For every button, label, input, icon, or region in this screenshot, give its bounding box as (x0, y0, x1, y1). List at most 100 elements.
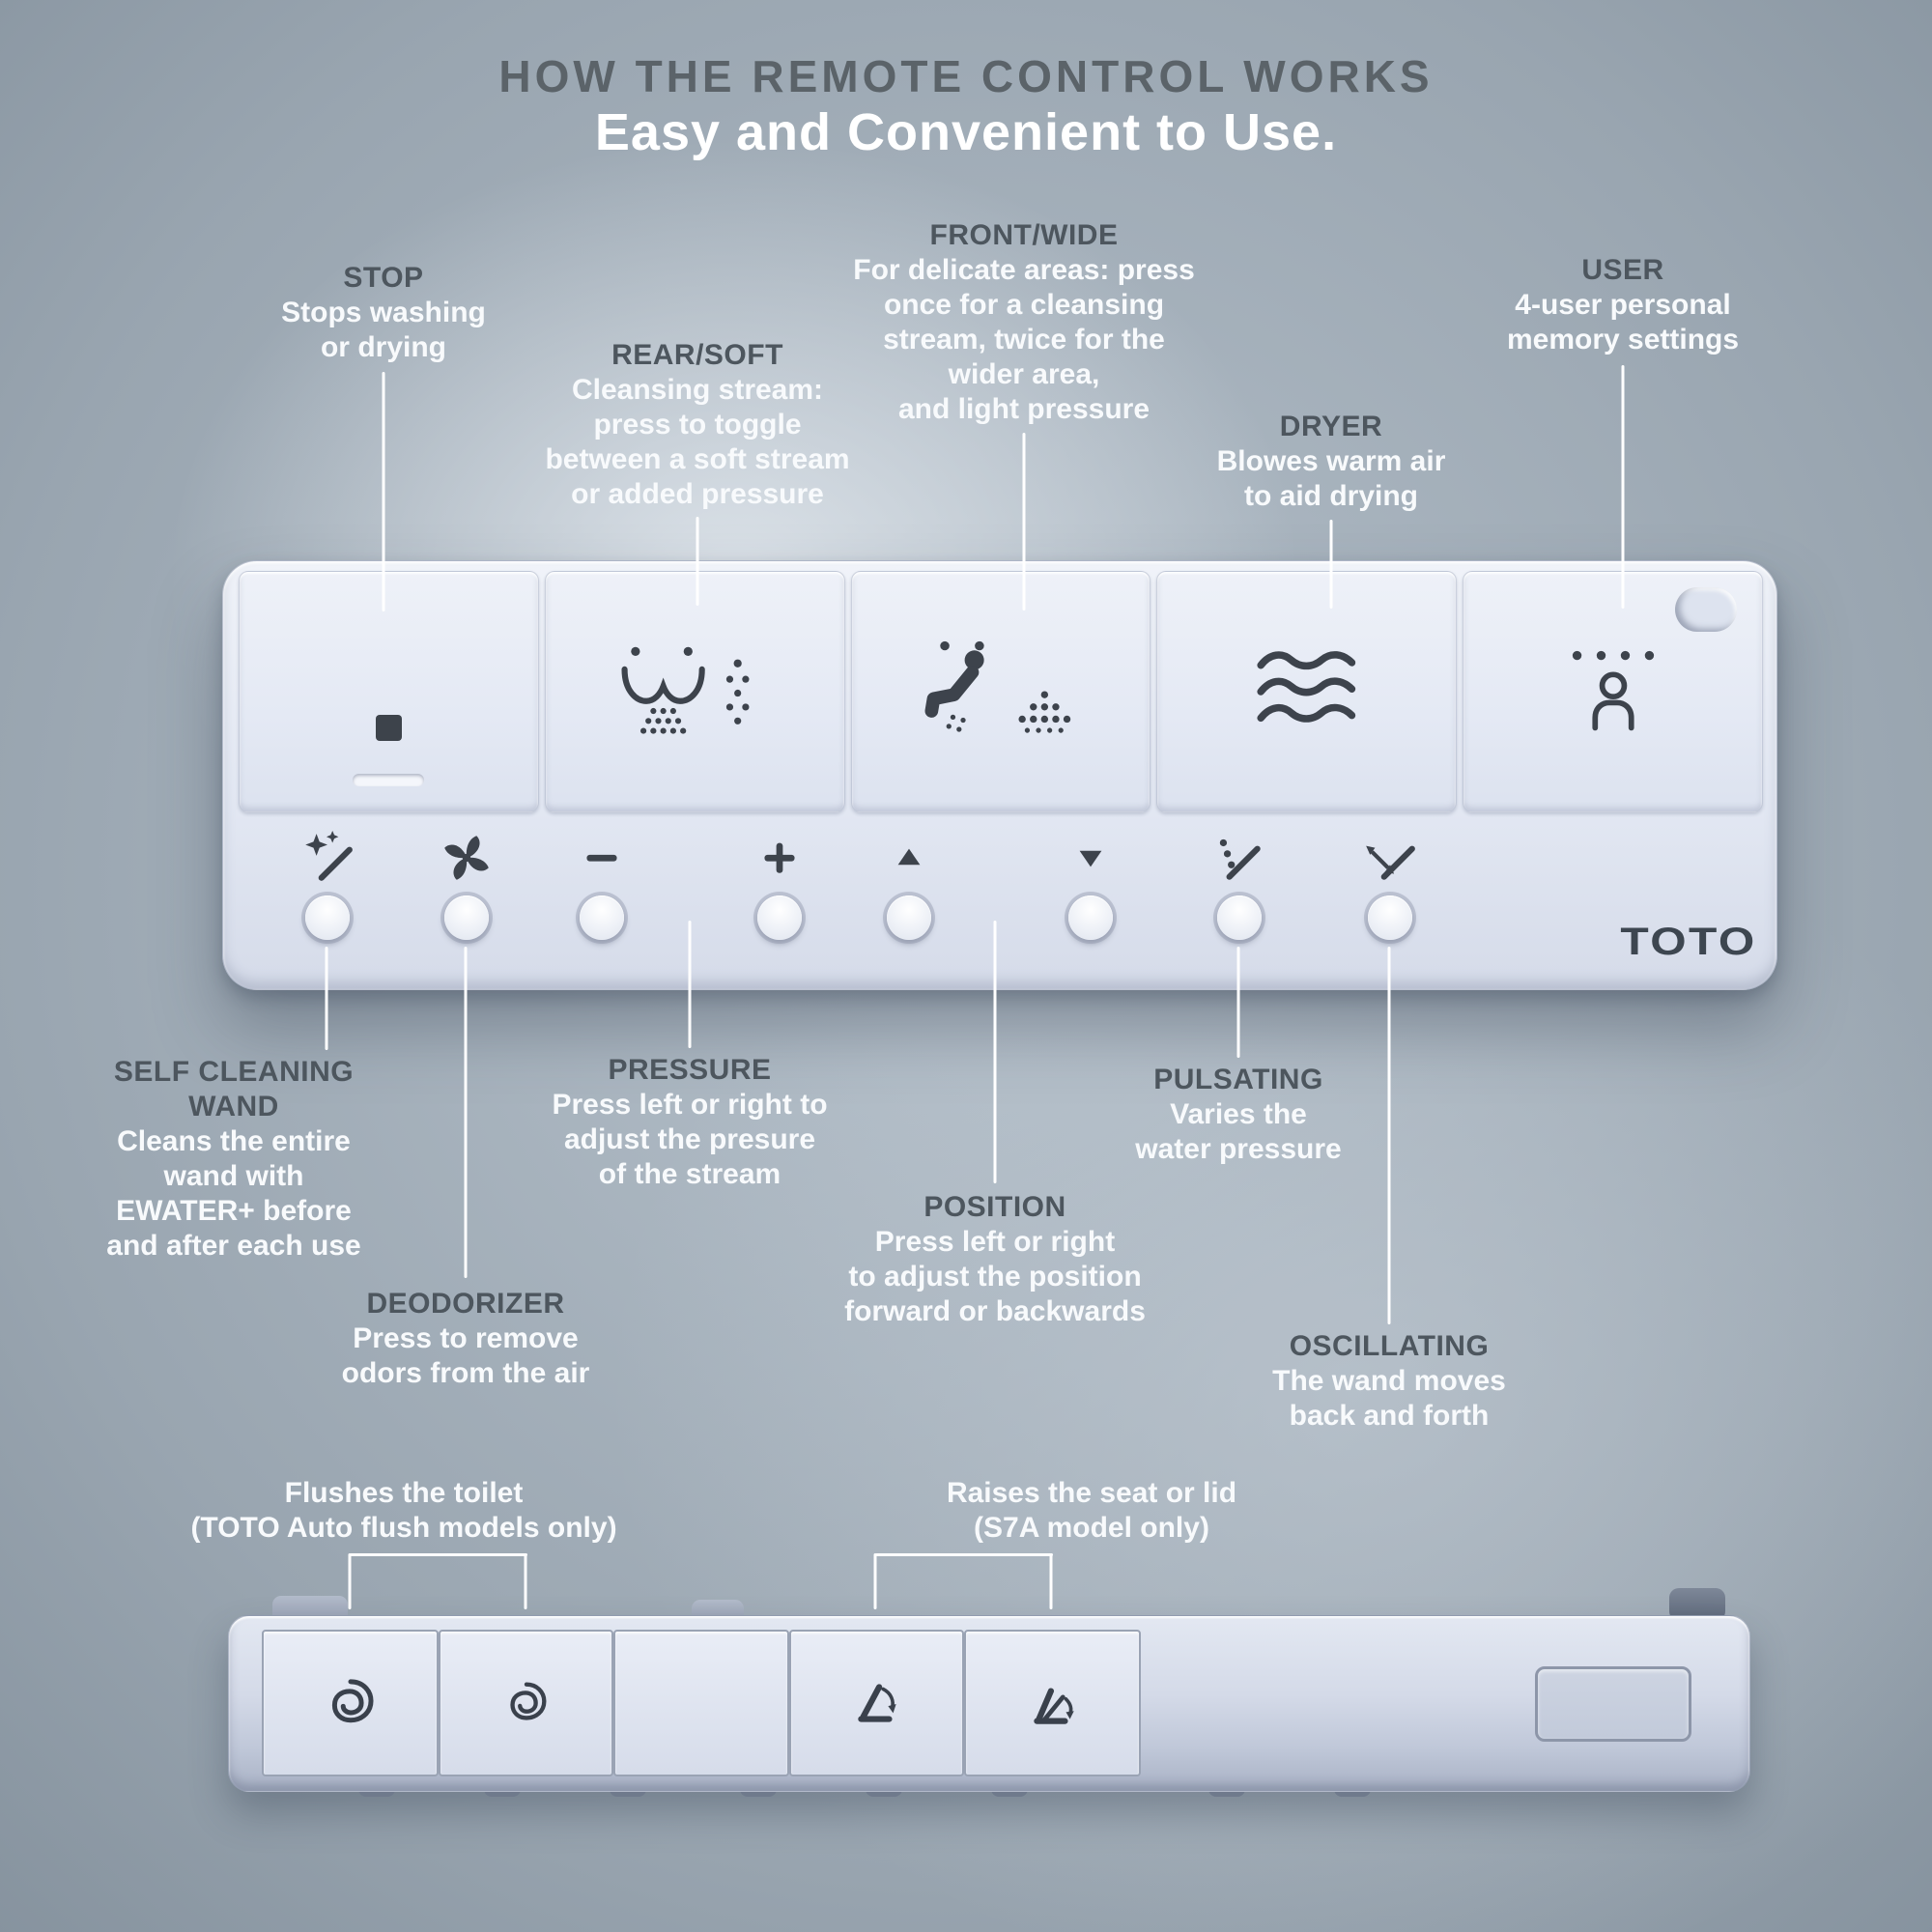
leader-line-deodorizer (464, 947, 468, 1278)
flush-light-button[interactable] (439, 1630, 613, 1776)
callout-user-body: 4-user personal memory settings (1506, 289, 1740, 355)
callout-stop-body: Stops washing or drying (281, 297, 486, 363)
oscillating-spray-icon (1366, 845, 1415, 880)
seat-raise-button[interactable] (789, 1630, 964, 1776)
position-forward-button-group (878, 830, 940, 940)
rear-soft-spray-icon (621, 646, 750, 734)
callout-front-wide-heading: FRONT/WIDE (929, 219, 1119, 251)
callout-deodorizer-heading: DEODORIZER (366, 1288, 565, 1320)
callout-position: POSITION Press left or right to adjust t… (844, 1190, 1146, 1329)
callout-stop: STOP Stops washing or drying (281, 261, 486, 365)
plus-icon (764, 842, 795, 873)
stop-button[interactable] (239, 571, 539, 812)
pressure-plus-button-group (749, 830, 810, 940)
lid-raise-button[interactable] (964, 1630, 1141, 1776)
leader-line-stop (382, 372, 385, 611)
leader-line-rear-soft (696, 517, 699, 606)
deodorizer-button-group (436, 830, 497, 940)
note-flush-line1: Flushes the toilet (284, 1477, 524, 1509)
seat-raise-icon (857, 1684, 896, 1722)
flush-spiral-icon (331, 1679, 374, 1723)
callout-dryer: DRYER Blowes warm air to aid drying (1217, 410, 1446, 514)
dryer-waves-icon (1257, 651, 1355, 723)
callout-pressure-body: Press left or right to adjust the presur… (552, 1089, 828, 1190)
leader-line-user (1621, 365, 1625, 609)
pressure-minus-button[interactable] (580, 895, 624, 940)
leader-line-pressure (688, 921, 692, 1048)
callout-front-wide: FRONT/WIDE For delicate areas: press onc… (853, 218, 1195, 427)
remote-top-button-row (239, 571, 1763, 812)
leader-line-position (993, 921, 997, 1183)
user-person-icon (1572, 650, 1654, 731)
callout-position-heading: POSITION (923, 1191, 1066, 1223)
pulsating-spray-icon (1219, 838, 1261, 880)
bracket-flush-left (348, 1553, 352, 1609)
front-wide-button[interactable] (850, 571, 1151, 812)
leader-line-dryer (1329, 520, 1333, 609)
self-cleaning-wand-button[interactable] (305, 895, 350, 940)
bracket-flush-horizontal (350, 1553, 527, 1556)
callout-rear-soft-heading: REAR/SOFT (611, 339, 783, 371)
callout-oscillating-heading: OSCILLATING (1289, 1330, 1490, 1362)
triangle-down-icon (1079, 850, 1102, 867)
callout-pulsating-heading: PULSATING (1153, 1064, 1323, 1095)
blank-button (613, 1630, 789, 1776)
pressure-minus-button-group (571, 830, 633, 940)
callout-dryer-heading: DRYER (1279, 411, 1383, 442)
front-wide-spray-icon (924, 640, 1071, 733)
callout-dryer-body: Blowes warm air to aid drying (1216, 445, 1446, 512)
position-backward-button-group (1060, 830, 1122, 940)
flush-full-button[interactable] (262, 1630, 439, 1776)
callout-user-heading: USER (1581, 254, 1664, 286)
bracket-flush-right (524, 1553, 527, 1609)
remote-control-front: TOTO (222, 560, 1777, 990)
note-flush: Flushes the toilet (TOTO Auto flush mode… (190, 1476, 616, 1546)
wand-sparkle-icon (305, 831, 353, 881)
leader-line-oscillating (1387, 947, 1391, 1324)
leader-line-pulsating (1236, 947, 1240, 1058)
pulsating-button[interactable] (1217, 895, 1262, 940)
self-cleaning-wand-button-group (297, 830, 358, 940)
rear-soft-button[interactable] (544, 571, 845, 812)
callout-pressure: PRESSURE Press left or right to adjust t… (552, 1053, 827, 1192)
lid-raise-icon (1033, 1688, 1074, 1724)
user-button[interactable] (1463, 571, 1763, 812)
callout-deodorizer: DEODORIZER Press to remove odors from th… (342, 1287, 590, 1391)
oscillating-button[interactable] (1368, 895, 1412, 940)
callout-self-cleaning-wand: SELF CLEANING WAND Cleans the entire wan… (106, 1055, 360, 1264)
callout-rear-soft-body: Cleansing stream: press to toggle betwee… (545, 374, 850, 510)
position-forward-button[interactable] (887, 895, 931, 940)
leader-line-front-wide (1022, 433, 1026, 611)
flush-spiral-icon (509, 1682, 546, 1720)
callout-self-cleaning-wand-heading: SELF CLEANING WAND (113, 1056, 355, 1122)
position-backward-button[interactable] (1068, 895, 1113, 940)
triangle-up-icon (897, 848, 921, 866)
remote-control-top-edge (228, 1615, 1750, 1792)
note-seat: Raises the seat or lid (S7A model only) (947, 1476, 1236, 1546)
position-forward-button-cap[interactable] (757, 895, 802, 940)
callout-oscillating-body: The wand moves back and forth (1272, 1365, 1506, 1432)
note-flush-line2: (TOTO Auto flush models only) (190, 1512, 617, 1544)
stop-square-icon (375, 715, 402, 741)
callout-user: USER 4-user personal memory settings (1507, 253, 1739, 357)
callout-oscillating: OSCILLATING The wand moves back and fort… (1272, 1329, 1506, 1434)
deodorizer-button[interactable] (444, 895, 489, 940)
callout-pulsating: PULSATING Varies the water pressure (1135, 1063, 1341, 1167)
dryer-button[interactable] (1156, 571, 1458, 812)
fan-icon (444, 836, 489, 880)
page-title: HOW THE REMOTE CONTROL WORKS (498, 51, 1434, 101)
bracket-seat-right (1049, 1553, 1053, 1609)
callout-self-cleaning-wand-body: Cleans the entire wand with EWATER+ befo… (106, 1125, 361, 1262)
bracket-seat-left (873, 1553, 877, 1609)
callout-rear-soft: REAR/SOFT Cleansing stream: press to tog… (545, 338, 849, 512)
callout-deodorizer-body: Press to remove odors from the air (341, 1322, 590, 1389)
bracket-seat-horizontal (875, 1553, 1053, 1556)
callout-front-wide-body: For delicate areas: press once for a cle… (853, 254, 1195, 425)
callout-position-body: Press left or right to adjust the positi… (844, 1226, 1146, 1327)
note-seat-line2: (S7A model only) (974, 1512, 1209, 1544)
toto-logo: TOTO (1620, 921, 1757, 963)
corner-notch (1674, 587, 1737, 632)
side-rect-button[interactable] (1535, 1666, 1691, 1742)
stop-indicator-pill (353, 774, 425, 786)
